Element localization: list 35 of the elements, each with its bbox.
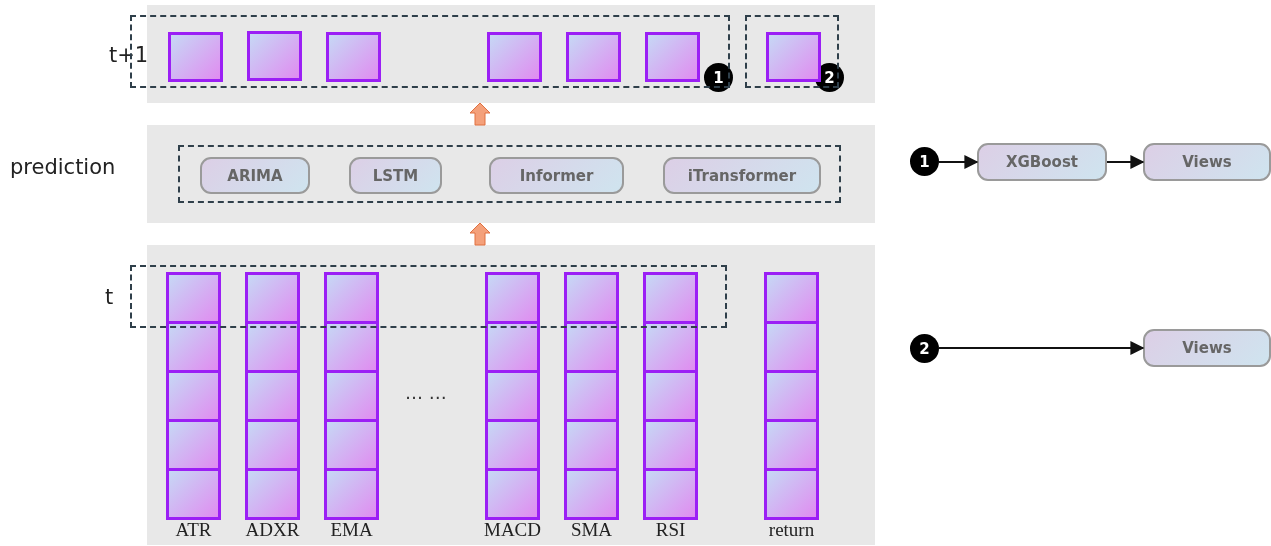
column-label: ADXR [244, 519, 301, 541]
value-square [326, 32, 381, 82]
number-badge: 1 [704, 63, 733, 92]
value-square [645, 32, 700, 82]
row-label: t [105, 285, 114, 309]
model-box: XGBoost [977, 143, 1107, 181]
block-arrow [469, 102, 491, 126]
arrow [1106, 155, 1145, 169]
model-box: LSTM [349, 157, 442, 194]
column-label: MACD [483, 519, 542, 541]
block-arrow [469, 222, 491, 246]
value-square [766, 32, 821, 82]
column-label: return [767, 519, 816, 541]
row-label: prediction [10, 155, 116, 179]
number-badge: 1 [910, 147, 939, 176]
number-badge: 2 [910, 334, 939, 363]
column-label: SMA [569, 519, 614, 541]
model-box: iTransformer [663, 157, 821, 194]
column-label: EMA [329, 519, 374, 541]
model-box: Views [1143, 143, 1271, 181]
dashed-frame [745, 15, 839, 88]
value-square [247, 31, 302, 81]
model-box: ARIMA [200, 157, 310, 194]
value-square [566, 32, 621, 82]
ellipsis-text: … … [405, 382, 447, 403]
column-label: ATR [174, 519, 213, 541]
row-label: t+1 [109, 43, 149, 67]
column-label: RSI [654, 519, 687, 541]
value-square [168, 32, 223, 82]
model-box: Views [1143, 329, 1271, 367]
value-square [487, 32, 542, 82]
model-box: Informer [489, 157, 624, 194]
arrow [938, 341, 1145, 355]
arrow [938, 155, 979, 169]
dashed-frame [178, 145, 841, 203]
